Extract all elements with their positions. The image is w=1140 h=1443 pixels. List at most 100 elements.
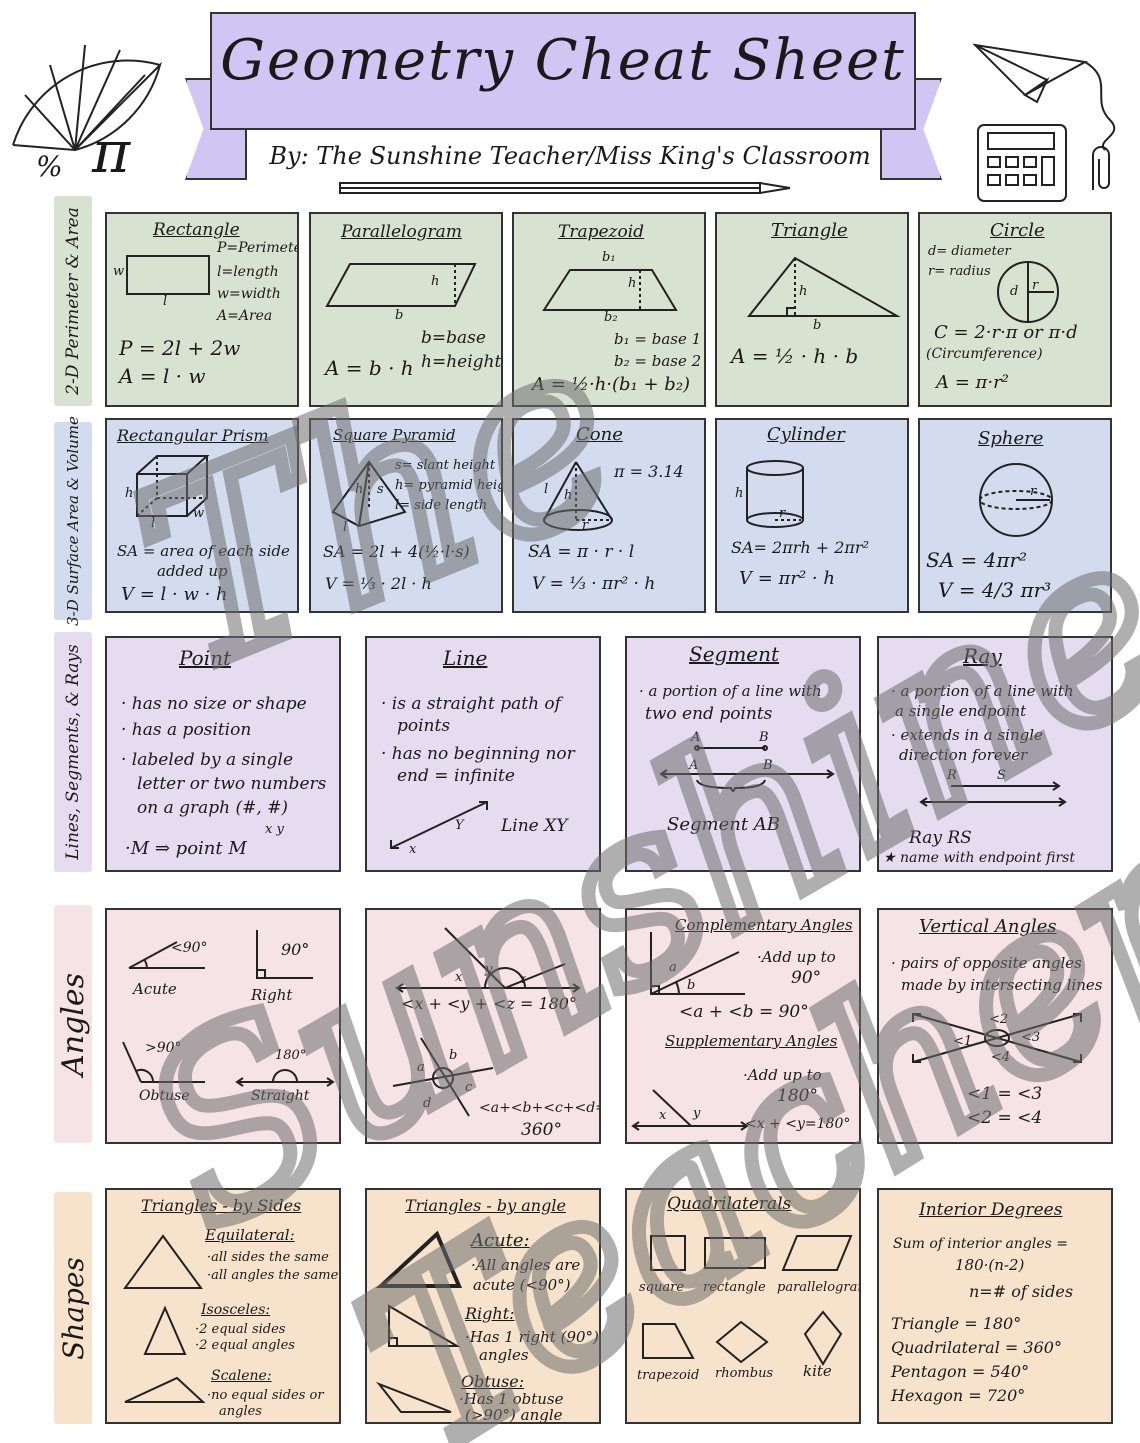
card-triangles-angles: Triangles - by angle Acute: ·All angles …: [365, 1188, 601, 1424]
angles-180-figure: [395, 927, 581, 993]
complementary-text: ·Add up to: [757, 948, 836, 966]
circumference-note: (Circumference): [926, 346, 1043, 362]
legend-radius: r= radius: [928, 264, 991, 279]
supplementary-text: ·Add up to: [743, 1066, 822, 1084]
line-figure: [390, 801, 488, 849]
card-title: Triangle: [771, 220, 848, 241]
label-b: b: [813, 318, 822, 333]
legend-perimeter: P=Perimeter: [217, 240, 297, 256]
interior-triangle: Triangle = 180°: [891, 1314, 1022, 1333]
obtuse-degree: >90°: [145, 1040, 182, 1056]
formula-volume: V = πr² · h: [739, 568, 835, 589]
legend-slant: s= slant height: [395, 458, 496, 473]
isosceles-text-1: ·2 equal sides: [195, 1322, 286, 1337]
card-triangle: Triangle h b A = ½ · h · b: [715, 212, 909, 407]
pi-symbol: π: [92, 118, 131, 186]
formula-area: A = ½ · h · b: [731, 344, 859, 368]
page-title: Geometry Cheat Sheet: [220, 28, 906, 93]
label-b1: b₁: [602, 250, 616, 265]
vertical-angles-figure: [912, 1013, 1082, 1063]
isosceles-text-2: ·2 equal angles: [195, 1338, 295, 1353]
label-x: x: [659, 1108, 667, 1123]
protractor-icon: [12, 44, 162, 152]
label-w: w: [193, 506, 205, 521]
point-bullet-2: · has a position: [121, 720, 252, 740]
rhombus-label: rhombus: [715, 1366, 774, 1381]
formula-perimeter: P = 2l + 2w: [119, 336, 241, 360]
paperclip-icon: [1092, 146, 1110, 190]
interior-quadrilateral: Quadrilateral = 360°: [891, 1338, 1062, 1357]
label-d: d: [1010, 284, 1019, 299]
supplementary-title: Supplementary Angles: [665, 1032, 838, 1050]
acute-triangle-figure: [375, 1230, 463, 1288]
trapezoid-figure: [542, 269, 678, 311]
card-title: Line: [443, 646, 488, 670]
point-bullet-4: letter or two numbers: [137, 774, 327, 794]
kite-figure: [803, 1310, 843, 1366]
title-banner: [210, 12, 916, 130]
obtuse-label: Obtuse: [139, 1088, 190, 1104]
obtuse-triangle-text-1: ·Has 1 obtuse: [459, 1390, 564, 1408]
angle-sum-360: <a+<b+<c+<d=: [479, 1100, 601, 1116]
label-a-2: A: [689, 758, 699, 773]
formula-sa: SA = π · r · l: [528, 542, 635, 562]
formula-circumference: C = 2·r·π or π·d: [934, 322, 1078, 343]
circle-figure: [997, 261, 1059, 323]
label-d: d: [423, 1096, 432, 1111]
label-h: h: [564, 488, 573, 503]
straight-label: Straight: [251, 1088, 310, 1104]
label-l: l: [163, 294, 168, 309]
scalene-label: Scalene:: [211, 1368, 272, 1384]
card-rectangular-prism: Rectangular Prism h l w SA = area of eac…: [105, 418, 299, 613]
ray-bullet-2: a single endpoint: [895, 702, 1027, 720]
card-title: Circle: [990, 220, 1045, 241]
label-r: r: [779, 506, 786, 521]
label-angle-1: <1: [953, 1034, 973, 1049]
card-sphere: Sphere r SA = 4πr² V = 4/3 πr³: [918, 418, 1112, 613]
cylinder-figure: [746, 460, 804, 528]
card-title: Parallelogram: [341, 222, 462, 242]
interior-formula-3: n=# of sides: [969, 1282, 1074, 1301]
legend-b2: b₂ = base 2: [614, 352, 702, 370]
scalene-text-1: ·no equal sides or: [207, 1388, 324, 1403]
paper-airplane-icon: [972, 43, 1116, 151]
segment-notation: Segment AB: [667, 814, 781, 835]
formula-volume: V = ⅓ · πr² · h: [532, 574, 656, 594]
equilateral-figure: [123, 1234, 203, 1289]
point-bullet-1: · has no size or shape: [121, 694, 307, 714]
label-r: r: [582, 518, 589, 533]
legend-area: A=Area: [217, 308, 273, 324]
label-s: S: [997, 768, 1006, 783]
acute-label: Acute: [133, 980, 177, 998]
label-h: h: [355, 482, 364, 497]
card-title: Square Pyramid: [333, 426, 456, 444]
vertical-text-1: · pairs of opposite angles: [891, 954, 1082, 972]
legend-length: l=length: [217, 264, 279, 280]
formula-area: A = l · w: [119, 364, 206, 388]
card-angle-types: <90° Acute 90° Right >90° Obtuse 180° St…: [105, 908, 341, 1144]
label-c: c: [465, 1080, 473, 1095]
obtuse-triangle-text-2: (>90°) angle: [465, 1406, 563, 1424]
label-h: h: [735, 486, 744, 501]
card-segment: Segment · a portion of a line with two e…: [625, 636, 861, 872]
trapezoid-shape-figure: [642, 1323, 695, 1359]
label-b: B: [759, 730, 769, 745]
obtuse-triangle-label: Obtuse:: [461, 1372, 525, 1391]
prism-figure: [136, 455, 210, 517]
supplementary-value: 180°: [777, 1086, 818, 1106]
label-a: a: [669, 960, 677, 975]
card-title: Interior Degrees: [919, 1200, 1063, 1220]
isosceles-label: Isosceles:: [201, 1302, 271, 1318]
scalene-figure: [124, 1376, 206, 1403]
label-s: s: [377, 482, 384, 497]
legend-side: l= side length: [395, 498, 488, 513]
triangle-figure: [746, 256, 901, 317]
card-title: Cone: [576, 424, 623, 445]
card-trapezoid: Trapezoid b₁ h b₂ b₁ = base 1 b₂ = base …: [512, 212, 706, 407]
ray-bullet-1: · a portion of a line with: [891, 682, 1074, 700]
card-title: Ray: [963, 644, 1002, 668]
line-bullet-4: end = infinite: [397, 766, 515, 786]
section-label-lines: Lines, Segments, & Rays: [54, 632, 92, 872]
label-b-2: B: [763, 758, 773, 773]
section-label-shapes: Shapes: [54, 1192, 92, 1424]
